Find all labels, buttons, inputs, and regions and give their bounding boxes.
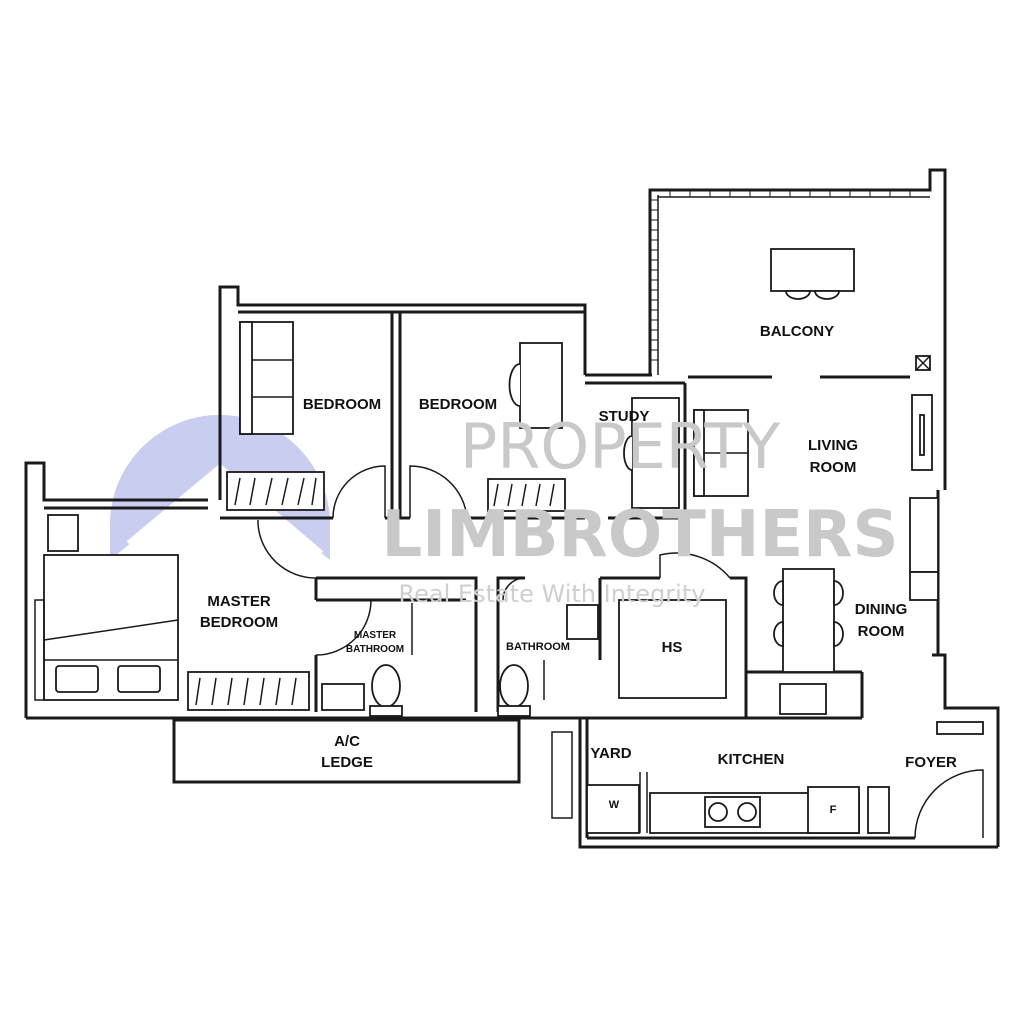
watermark-line2: LIMBROTHERS bbox=[381, 498, 898, 572]
balcony-railing bbox=[650, 190, 911, 361]
doors bbox=[257, 465, 984, 839]
furniture bbox=[34, 248, 984, 834]
label-dining-1: DINING bbox=[855, 601, 908, 618]
label-living-1: LIVING bbox=[808, 437, 858, 454]
label-kitchen: KITCHEN bbox=[718, 751, 785, 768]
label-balcony: BALCONY bbox=[760, 323, 834, 340]
label-master-bedroom-1: MASTER bbox=[207, 593, 271, 610]
ac-ledge bbox=[172, 718, 521, 784]
label-yard: YARD bbox=[590, 745, 631, 762]
label-master-bathroom-2: BATHROOM bbox=[346, 644, 404, 655]
watermark-tagline: Real Estate With Integrity bbox=[399, 580, 706, 608]
label-ac-ledge-2: LEDGE bbox=[321, 754, 373, 771]
label-bedroom-1: BEDROOM bbox=[303, 396, 381, 413]
label-master-bedroom-2: BEDROOM bbox=[200, 614, 278, 631]
label-foyer: FOYER bbox=[905, 754, 957, 771]
label-washer: W bbox=[609, 799, 620, 811]
label-dining-2: ROOM bbox=[858, 623, 905, 640]
label-bedroom-2: BEDROOM bbox=[419, 396, 497, 413]
label-ac-ledge-1: A/C bbox=[334, 733, 360, 750]
interior-walls bbox=[44, 312, 910, 720]
label-study: STUDY bbox=[599, 408, 650, 425]
label-bathroom: BATHROOM bbox=[506, 641, 570, 653]
label-living-2: ROOM bbox=[810, 459, 857, 476]
label-fridge: F bbox=[830, 804, 837, 816]
watermark-line1: PROPERTY bbox=[460, 410, 780, 483]
label-hs: HS bbox=[662, 639, 683, 656]
label-master-bathroom-1: MASTER bbox=[354, 630, 397, 641]
